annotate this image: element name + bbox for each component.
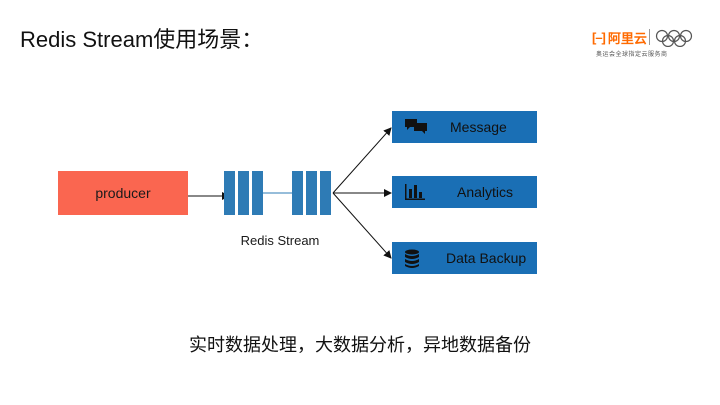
target-analytics: Analytics: [392, 176, 537, 208]
target-data-backup: Data Backup: [392, 242, 537, 274]
stream-to-backup-arrow: [332, 192, 392, 259]
producer-box: producer: [58, 171, 188, 215]
chat-bubbles-icon: [405, 119, 427, 134]
stream-label: Redis Stream: [240, 233, 320, 248]
stream-entry: [238, 171, 249, 215]
slide-title: Redis Stream使用场景：: [20, 27, 264, 52]
stream-entry: [252, 171, 263, 215]
stream-entry: [292, 171, 303, 215]
stream-entry: [320, 171, 331, 215]
target-data-backup-label: Data Backup: [446, 250, 527, 266]
database-icon: [405, 249, 419, 268]
bar-chart-icon: [405, 184, 425, 200]
logo-tagline: 奥运会全球指定云服务商: [596, 52, 668, 58]
logo-separator: [649, 29, 650, 45]
target-analytics-label: Analytics: [457, 184, 514, 200]
producer-label: producer: [95, 185, 151, 201]
target-message-label: Message: [450, 119, 507, 135]
stream-entry: [224, 171, 235, 215]
caption: 实时数据处理，大数据分析，异地数据备份: [189, 335, 531, 355]
olympic-rings-icon: [655, 29, 693, 47]
stream-to-message-arrow: [332, 127, 392, 194]
aliyun-logo: [–] 阿里云 奥运会全球指定云服务商: [592, 28, 702, 62]
target-message: Message: [392, 111, 537, 143]
stream-entry: [306, 171, 317, 215]
logo-brand: [–] 阿里云: [592, 28, 647, 46]
aliyun-bracket-icon: [–]: [592, 29, 606, 45]
logo-brand-text: 阿里云: [607, 30, 647, 46]
